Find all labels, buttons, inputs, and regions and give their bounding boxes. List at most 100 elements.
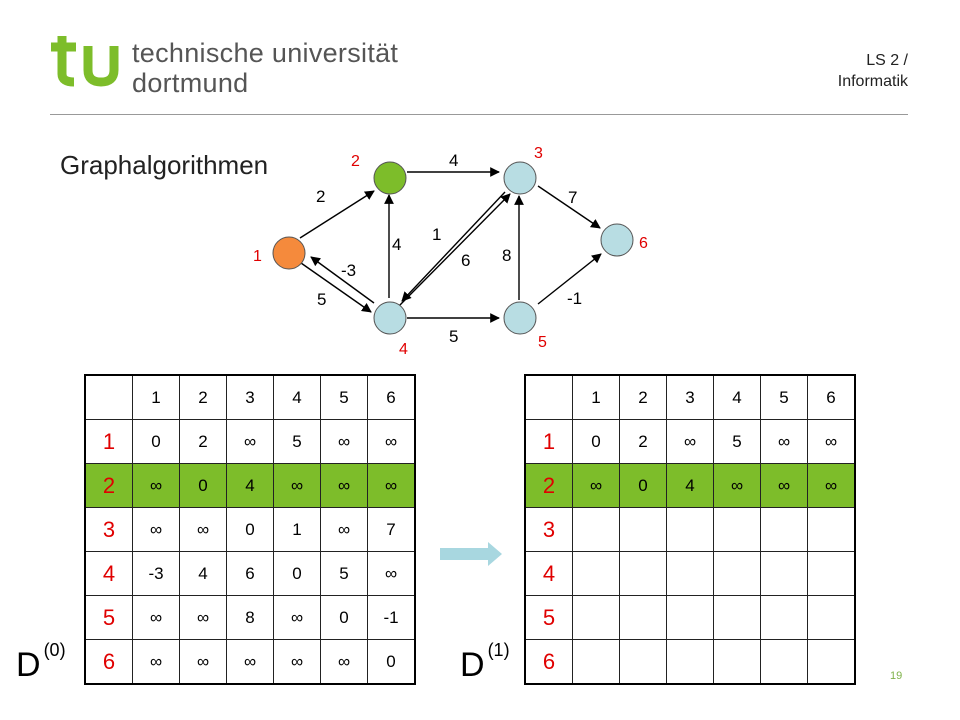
matrix-d1-col-header: 2 <box>619 374 667 420</box>
slide-title: Graphalgorithmen <box>60 150 269 180</box>
matrix-cell <box>619 595 667 640</box>
edge-label-3-6: 7 <box>568 188 577 207</box>
matrix-cell: 6 <box>226 551 274 596</box>
matrix-cell <box>572 507 620 552</box>
edge-label-5-6: -1 <box>567 289 582 308</box>
matrix-row-label: 3 <box>524 507 573 552</box>
matrix-cell: ∞ <box>320 507 368 552</box>
matrix-cell: 2 <box>179 419 227 464</box>
matrix-row: 6 <box>524 639 856 685</box>
graph-diagram: 1 2 3 4 5 6 2 4 7 4 -3 5 1 6 8 5 -1 <box>253 145 648 358</box>
node-label-1: 1 <box>253 248 262 265</box>
matrix-row: 6∞∞∞∞∞0 <box>84 639 416 685</box>
matrix-cell: ∞ <box>807 419 856 464</box>
matrix-d0-corner <box>84 374 133 420</box>
chair-label: LS 2 / Informatik <box>838 50 908 92</box>
matrix-row-label: 3 <box>84 507 133 552</box>
matrix-d0-label: D(0) <box>16 640 66 685</box>
matrix-cell <box>760 551 808 596</box>
matrix-d1-col-header: 5 <box>760 374 808 420</box>
matrix-row-label: 2 <box>84 463 133 508</box>
matrix-row: 5∞∞8∞0-1 <box>84 595 416 640</box>
matrix-cell: 0 <box>179 463 227 508</box>
node-label-2: 2 <box>351 153 360 170</box>
node-label-5: 5 <box>538 334 547 351</box>
matrix-cell <box>713 595 761 640</box>
edge-label-2-3: 4 <box>449 151 458 170</box>
matrix-d1-corner <box>524 374 573 420</box>
edge-label-4-5: 5 <box>449 327 458 346</box>
matrix-d0-superscript: (0) <box>43 640 66 660</box>
matrix-cell <box>666 551 714 596</box>
matrix-cell <box>760 595 808 640</box>
matrix-row: 3 <box>524 507 856 552</box>
matrix-cell: ∞ <box>226 639 274 685</box>
edge-4-1 <box>310 256 375 304</box>
matrix-cell: ∞ <box>226 419 274 464</box>
matrix-cell <box>572 639 620 685</box>
edge-label-1-4: 5 <box>317 290 326 309</box>
matrix-d0-header-row: 1 2 3 4 5 6 <box>84 374 416 420</box>
chair-label-line2: Informatik <box>837 73 908 90</box>
matrix-cell: 1 <box>273 507 321 552</box>
matrix-cell: -1 <box>367 595 416 640</box>
edge-1-2 <box>299 190 375 239</box>
matrix-cell: ∞ <box>179 595 227 640</box>
matrix-row-label: 5 <box>84 595 133 640</box>
matrix-row-label: 4 <box>524 551 573 596</box>
chair-label-line1: LS 2 / <box>866 52 908 69</box>
matrix-cell: ∞ <box>367 463 416 508</box>
node-5 <box>503 301 537 335</box>
matrix-cell: 8 <box>226 595 274 640</box>
matrix-cell: ∞ <box>760 419 808 464</box>
matrix-row-label: 5 <box>524 595 573 640</box>
matrix-d1-name: D <box>460 646 485 684</box>
matrix-cell <box>619 507 667 552</box>
edge-label-5-3: 8 <box>502 246 511 265</box>
transition-arrow-icon <box>440 542 502 566</box>
node-2 <box>373 161 407 195</box>
matrix-row: 5 <box>524 595 856 640</box>
matrix-row: 4 <box>524 551 856 596</box>
matrix-cell: -3 <box>132 551 180 596</box>
tu-logo-icon <box>51 36 119 87</box>
matrix-cell <box>619 551 667 596</box>
matrix-d0-name: D <box>16 646 41 684</box>
matrix-row-label: 6 <box>524 639 573 685</box>
matrix-d1-col-header: 6 <box>807 374 856 420</box>
matrix-d0-col-header: 2 <box>179 374 227 420</box>
edge-label-3-4: 1 <box>432 225 441 244</box>
node-3 <box>503 161 537 195</box>
matrix-cell: 0 <box>367 639 416 685</box>
matrix-cell: ∞ <box>760 463 808 508</box>
matrix-cell: ∞ <box>132 463 180 508</box>
matrix-d1-label: D(1) <box>460 640 510 685</box>
matrix-cell: ∞ <box>572 463 620 508</box>
matrix-cell: ∞ <box>132 639 180 685</box>
matrix-cell: ∞ <box>273 595 321 640</box>
matrix-row-label: 1 <box>84 419 133 464</box>
matrix-d1-superscript: (1) <box>487 640 510 660</box>
matrix-cell: 4 <box>226 463 274 508</box>
university-name-line2: dortmund <box>132 68 249 98</box>
node-label-3: 3 <box>534 145 543 162</box>
matrix-row-label: 6 <box>84 639 133 685</box>
university-name-line1: technische universität <box>132 38 399 68</box>
matrix-cell: ∞ <box>320 639 368 685</box>
matrix-d0-col-header: 1 <box>132 374 180 420</box>
matrix-cell: ∞ <box>807 463 856 508</box>
matrix-cell <box>666 507 714 552</box>
matrix-cell <box>713 639 761 685</box>
matrix-cell <box>807 551 856 596</box>
matrix-cell <box>807 595 856 640</box>
matrix-cell <box>760 639 808 685</box>
node-label-4: 4 <box>399 341 408 358</box>
edge-label-4-1: -3 <box>341 261 356 280</box>
